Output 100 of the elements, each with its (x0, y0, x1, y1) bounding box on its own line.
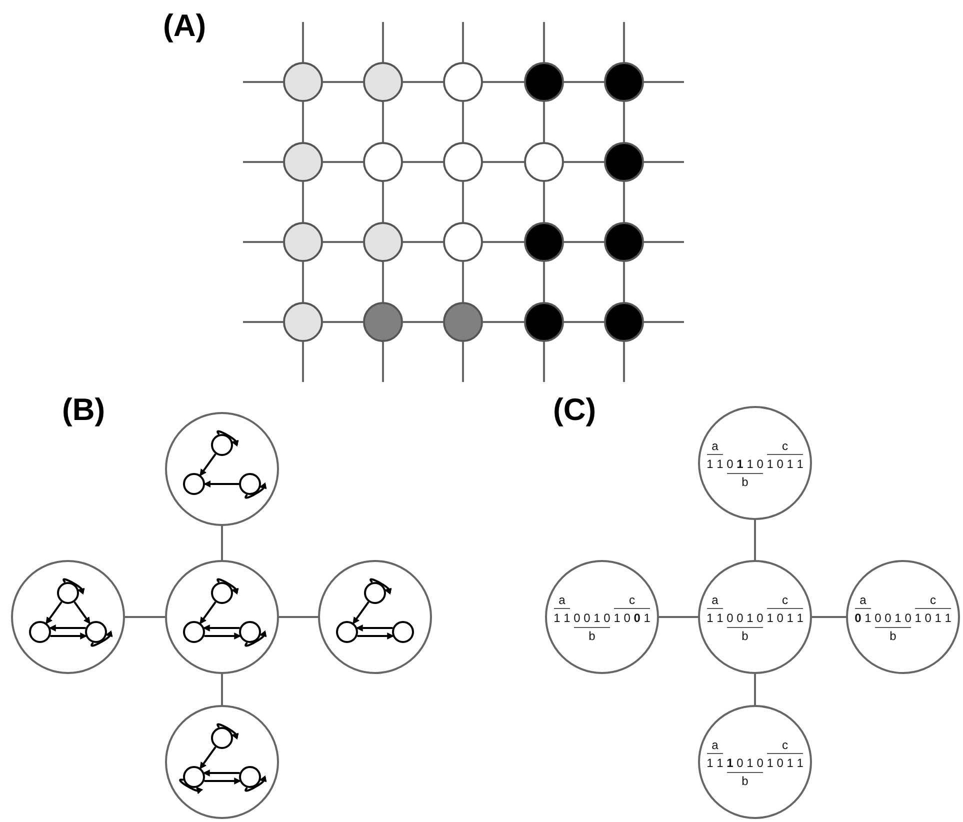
connector-line (462, 342, 464, 382)
connector-line (543, 262, 545, 302)
connector-line (403, 321, 443, 323)
state-node (364, 582, 386, 604)
state-node (183, 766, 205, 788)
connector-line (564, 241, 604, 243)
connector-line (754, 674, 756, 705)
connector-line (243, 161, 283, 163)
lattice-site (604, 302, 644, 342)
connector-line (302, 22, 304, 62)
state-node (211, 727, 233, 749)
connector-line (382, 22, 384, 62)
self-loop-arrow (179, 778, 203, 794)
lattice-site (363, 62, 403, 102)
state-node (183, 621, 205, 643)
connector-line (483, 241, 524, 243)
connector-line (543, 342, 545, 382)
panel-label: (B) (62, 394, 106, 425)
state-node (239, 621, 261, 643)
arrow (356, 624, 393, 632)
connector-line (382, 182, 384, 222)
arrow (200, 453, 216, 476)
self-loop-arrow (216, 430, 239, 446)
bit-string: 1 1 1 0 1 0 1 0 1 1 (706, 757, 804, 770)
lattice-site (443, 142, 483, 182)
arrow (74, 601, 90, 624)
connector-line (323, 321, 363, 323)
state-node (392, 621, 414, 643)
connector-line (644, 161, 684, 163)
state-node (239, 766, 261, 788)
lattice-site (363, 142, 403, 182)
segment-label: b (740, 630, 750, 642)
connector-line (323, 81, 363, 83)
connector-line (125, 616, 165, 618)
arrow (50, 632, 88, 640)
connector-line (644, 321, 684, 323)
connector-line (382, 262, 384, 302)
connector-line (302, 262, 304, 302)
lattice-site (283, 62, 323, 102)
segment-label: a (858, 594, 868, 606)
arrow (202, 624, 240, 632)
connector-line (754, 520, 756, 560)
arrow (200, 746, 216, 770)
segment-label: a (558, 594, 566, 606)
lattice-site (524, 62, 564, 102)
arrow (46, 601, 62, 624)
lattice-site (524, 142, 564, 182)
segment-label: b (740, 476, 750, 488)
arrow (204, 480, 239, 488)
self-loop-arrow (216, 723, 239, 740)
connector-line (403, 81, 443, 83)
segment-label: b (588, 630, 596, 642)
segment-label: c (628, 594, 636, 606)
connector-line (243, 81, 283, 83)
connector-line (623, 262, 625, 302)
connector-line (659, 616, 698, 618)
connector-line (644, 241, 684, 243)
lattice-site (443, 62, 483, 102)
segment-label: c (929, 594, 938, 606)
connector-line (323, 161, 363, 163)
segment-label: c (781, 594, 790, 606)
lattice-site (604, 142, 644, 182)
lattice-site (524, 302, 564, 342)
lattice-site (283, 302, 323, 342)
connector-line (221, 526, 223, 560)
panel-label: (A) (163, 10, 206, 41)
self-loop-arrow (90, 630, 113, 647)
segment-label: a (710, 738, 720, 751)
bit-string: 0 1 0 0 1 0 1 0 1 1 (854, 612, 952, 624)
connector-line (462, 182, 464, 222)
state-node (85, 621, 107, 643)
self-loop-arrow (216, 578, 239, 594)
segment-label: b (888, 630, 898, 642)
segment-label: c (781, 738, 790, 751)
arrow (352, 601, 370, 624)
arrow (357, 632, 394, 640)
connector-line (243, 321, 283, 323)
connector-line (221, 674, 223, 705)
connector-line (543, 22, 545, 62)
bit-string: 1 1 0 1 1 0 1 0 1 1 (706, 458, 804, 470)
connector-line (462, 22, 464, 62)
arrow (202, 770, 240, 776)
state-node (29, 621, 51, 643)
connector-line (623, 182, 625, 222)
bit-string: 1 1 0 0 1 0 1 0 1 1 (706, 612, 804, 624)
lattice-site (604, 222, 644, 262)
arrow (200, 601, 216, 624)
connector-line (483, 321, 524, 323)
state-node (239, 473, 261, 495)
connector-line (564, 161, 604, 163)
connector-line (564, 81, 604, 83)
lattice-site (443, 302, 483, 342)
lattice-site (363, 302, 403, 342)
self-loop-arrow (244, 482, 267, 499)
segment-label: a (710, 594, 720, 606)
connector-line (382, 342, 384, 382)
connector-line (302, 182, 304, 222)
self-loop-arrow (244, 776, 267, 792)
bit-string: 1 1 0 0 1 0 1 0 0 1 (554, 612, 650, 624)
segment-label: c (781, 440, 790, 452)
